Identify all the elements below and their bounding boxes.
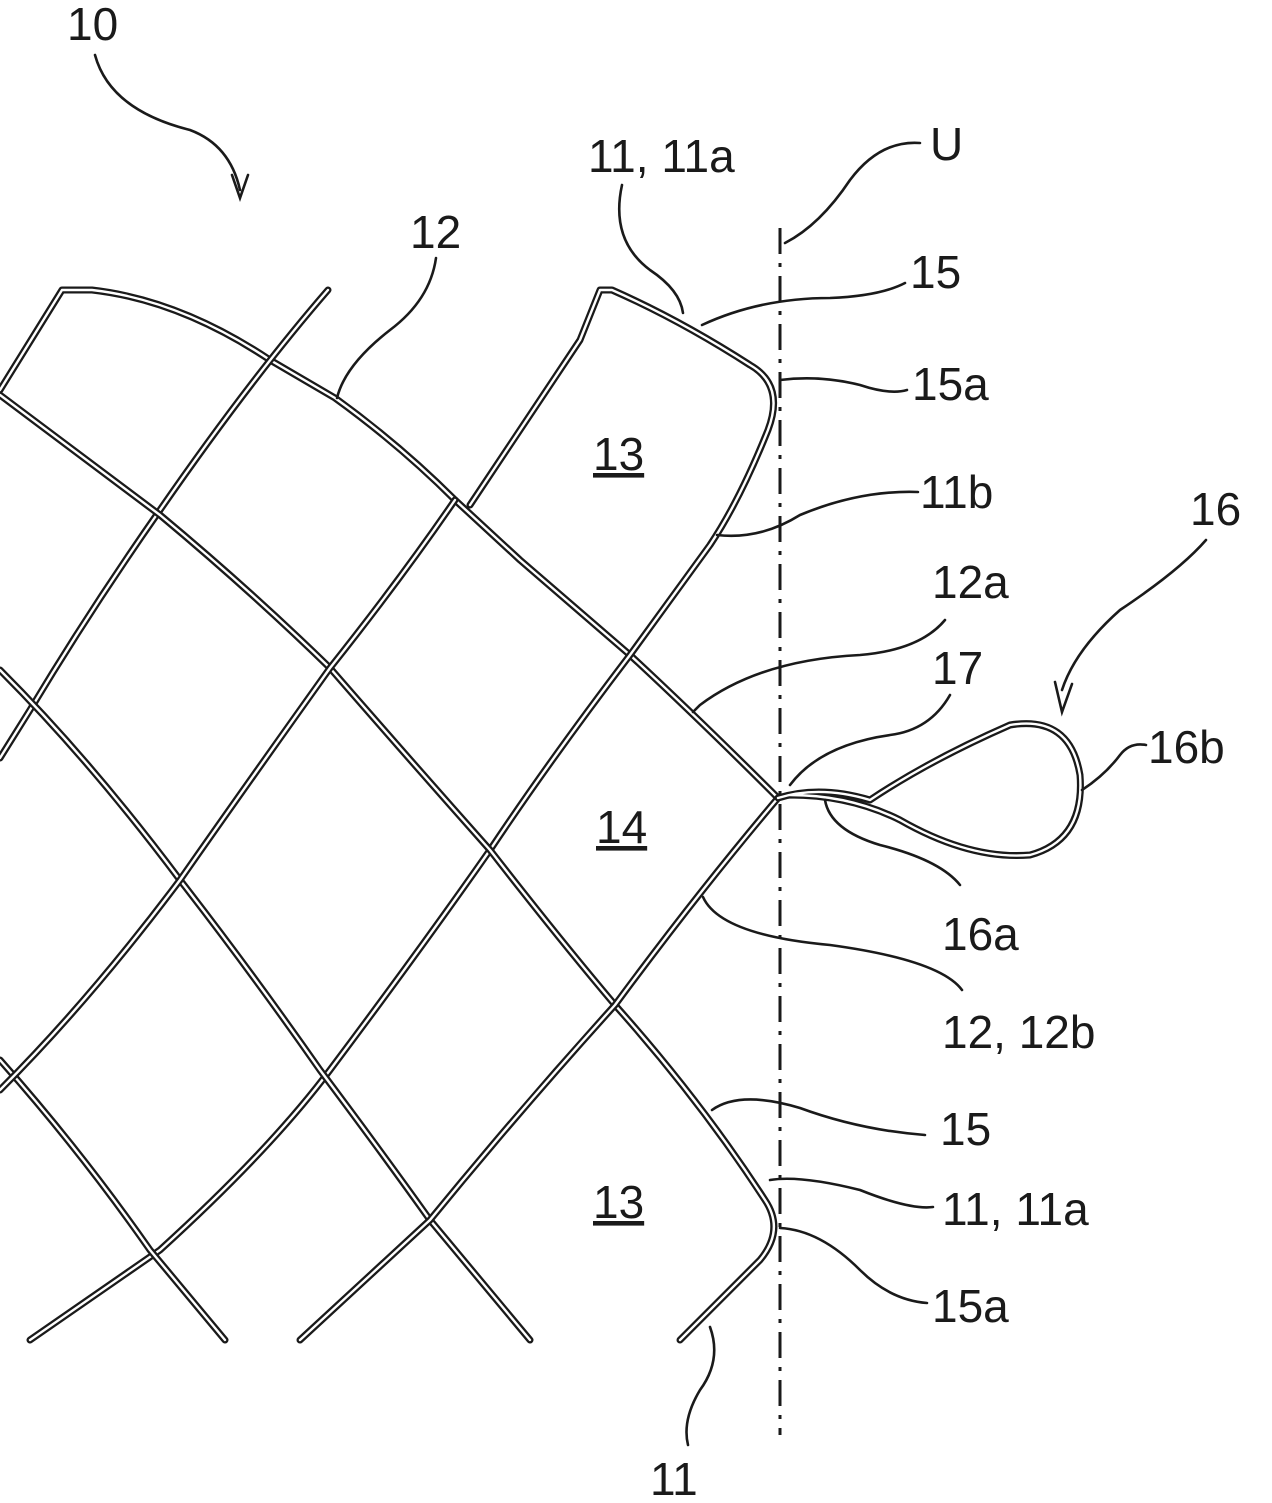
wire-mesh [0, 290, 1080, 1340]
label-12-top: 12 [410, 206, 461, 258]
cell-label-13-top: 13 [593, 428, 644, 480]
cell-label-14: 14 [596, 801, 647, 853]
label-12a: 12a [932, 556, 1009, 608]
label-16a: 16a [942, 908, 1019, 960]
label-15-top: 15 [910, 246, 961, 298]
label-11-bottom: 11 [650, 1453, 698, 1503]
label-11b: 11b [920, 466, 993, 518]
label-15a-top: 15a [912, 358, 989, 410]
label-15a-bottom: 15a [932, 1280, 1009, 1332]
label-u: U [930, 118, 963, 170]
cell-labels: 13 14 13 [593, 428, 647, 1228]
label-15-bottom: 15 [940, 1103, 991, 1155]
wire-diagonal-d [0, 1060, 225, 1340]
wire-diagonal-a [0, 290, 328, 758]
wire-diagonal-e [0, 500, 455, 1090]
wire-eyelet-loop-16 [778, 724, 1080, 856]
wire-top-loop-11a [0, 290, 778, 798]
label-17: 17 [932, 642, 983, 694]
leader-lines [95, 55, 1206, 1445]
label-10: 10 [67, 0, 118, 50]
wire-diagonal-f [300, 798, 778, 1340]
label-11-11a-bottom: 11, 11a [942, 1183, 1089, 1235]
label-16b: 16b [1148, 721, 1225, 773]
label-16: 16 [1190, 483, 1241, 535]
label-12-12b: 12, 12b [942, 1006, 1095, 1058]
cell-label-13-bottom: 13 [593, 1176, 644, 1228]
label-11-11a-top: 11, 11a [588, 130, 735, 182]
reference-labels: 10 U 11, 11a 12 15 15a 11b 16 12a 17 16b… [67, 0, 1241, 1503]
